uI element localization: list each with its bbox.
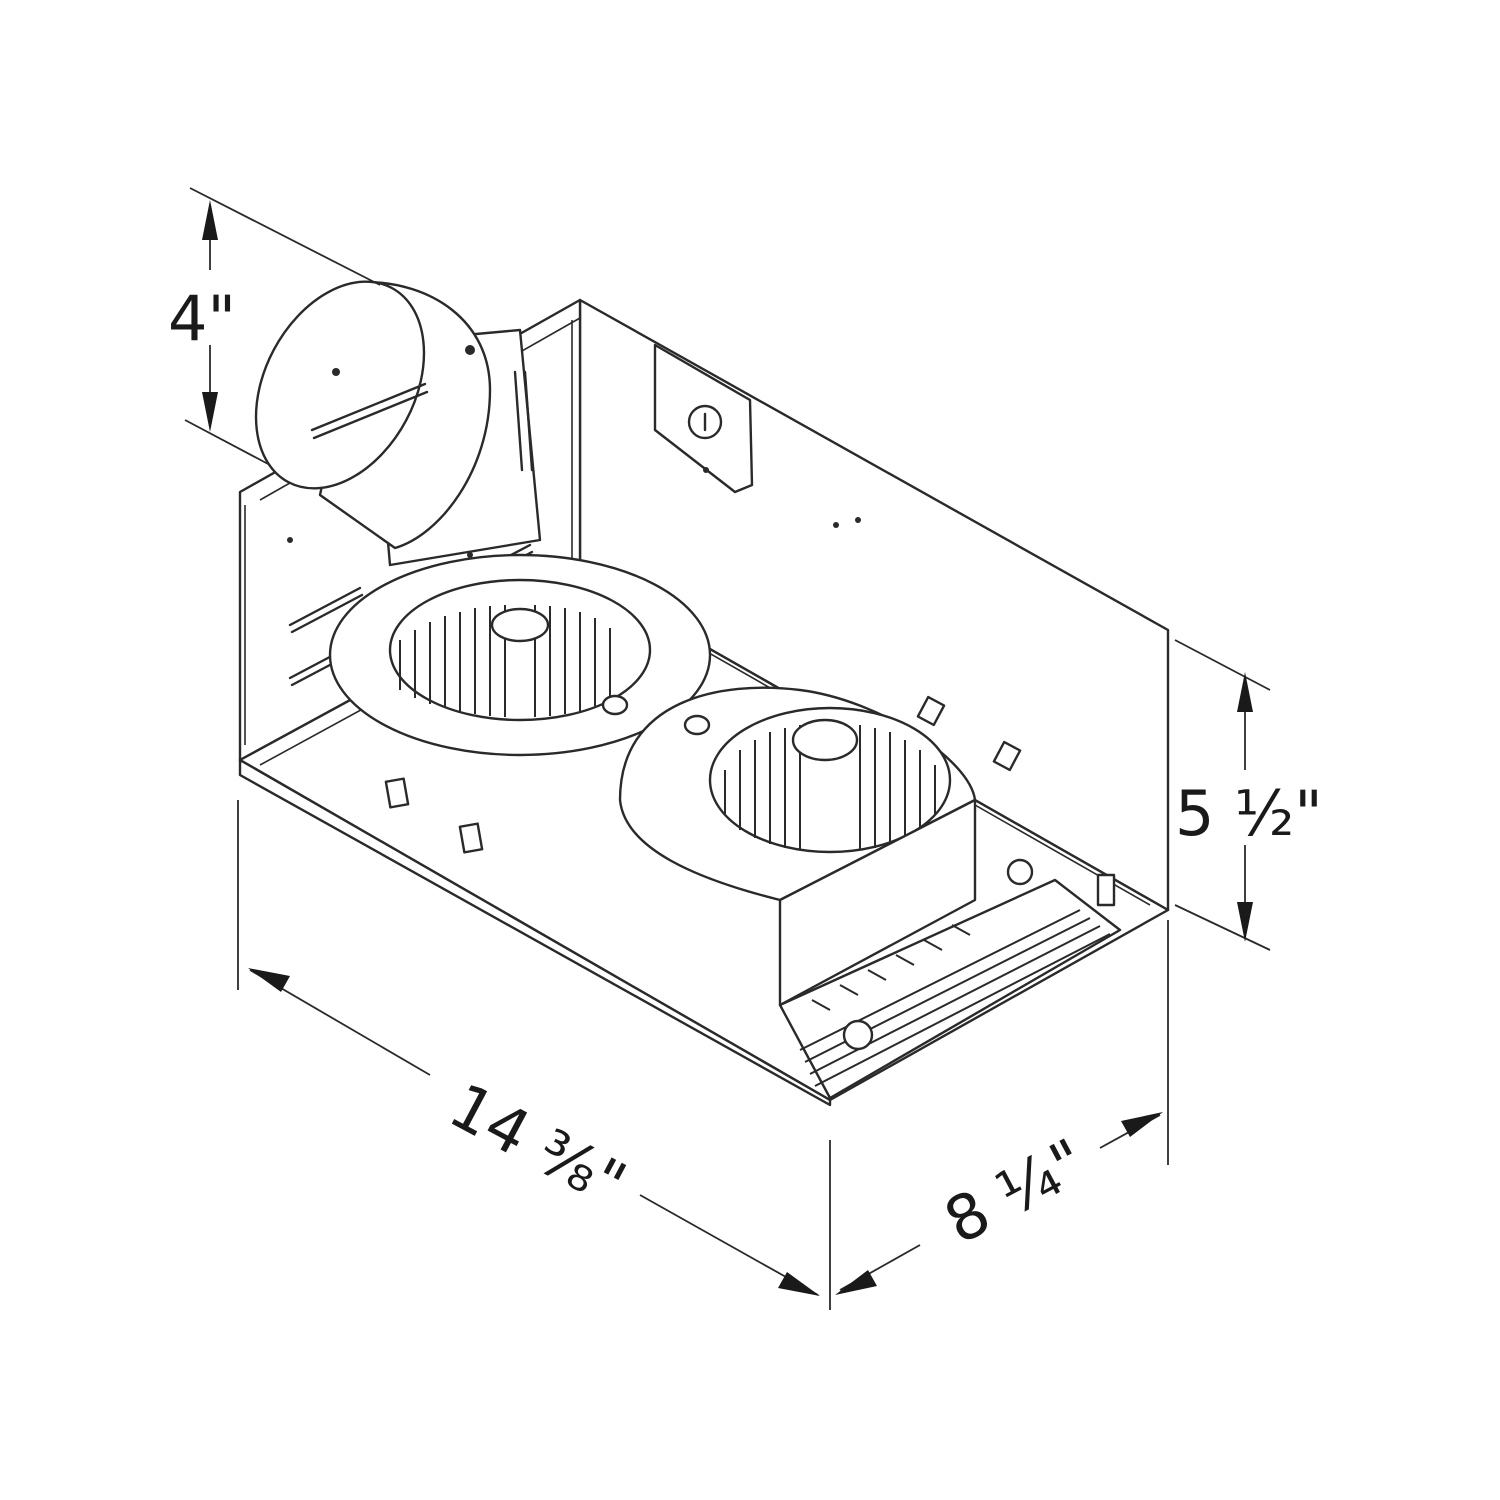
dimension-label-height: 5 ½": [1175, 777, 1323, 850]
blower-wheel-2: [618, 686, 977, 902]
dimension-height: 5 ½": [1174, 639, 1323, 951]
junction-box-cover: [653, 343, 754, 494]
duct-collar: [254, 280, 492, 550]
motor-grille: [778, 798, 1122, 1100]
dimension-label-duct: 4": [168, 282, 236, 355]
blower-wheel-1: [328, 553, 712, 757]
dimension-label-length: 14 ⅜": [438, 1069, 638, 1221]
dimension-label-width: 8 ¼": [933, 1124, 1098, 1258]
dimension-duct-diameter: 4": [168, 187, 381, 466]
knockouts: [384, 517, 1022, 854]
